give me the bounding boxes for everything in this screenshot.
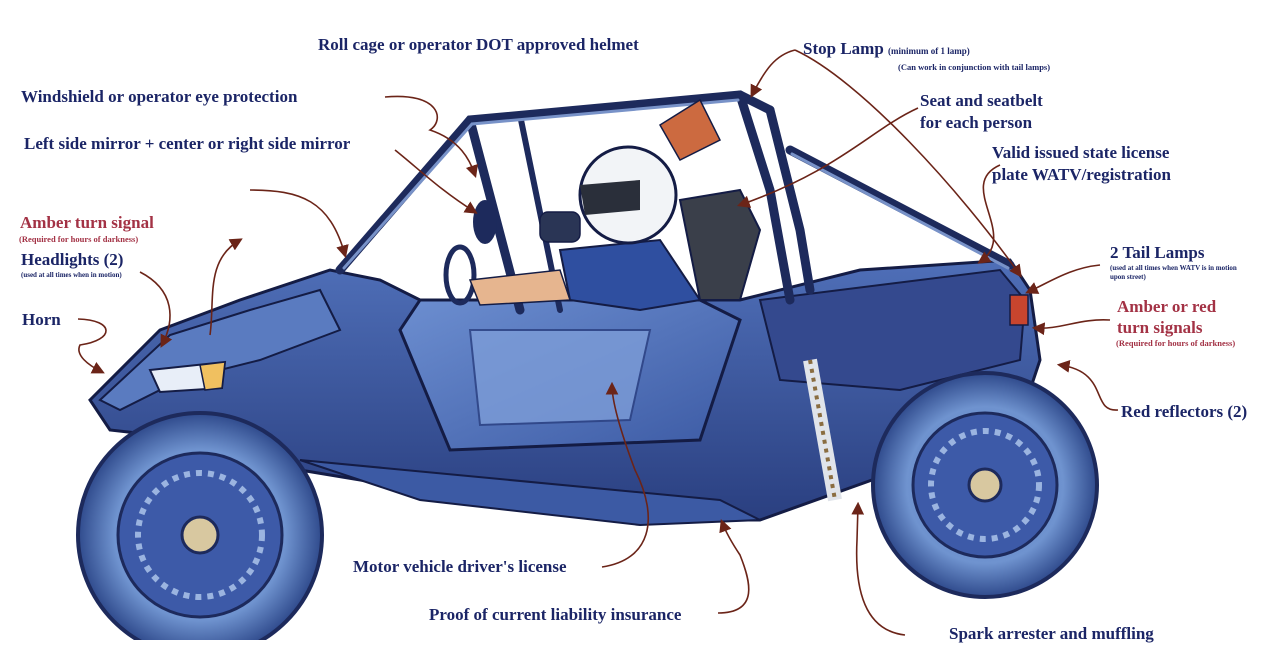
label-windshield: Windshield or operator eye protection <box>21 87 298 106</box>
driver-figure <box>468 98 722 312</box>
label-stop-lamp-title: Stop Lamp <box>803 39 884 58</box>
label-plate-line2: plate WATV/registration <box>992 165 1171 184</box>
arrow-mirror <box>394 149 478 214</box>
label-stop-lamp-min: (minimum of 1 lamp) <box>888 46 970 56</box>
arrow-stop-lamp <box>750 49 796 98</box>
arrow-spark <box>851 501 906 636</box>
label-headlights-note: (used at all times when in motion) <box>21 271 122 279</box>
label-stop-lamp: Stop Lamp (minimum of 1 lamp) <box>803 38 970 62</box>
label-stop-lamp-note: (Can work in conjunction with tail lamps… <box>898 62 1051 72</box>
arrow-tail-lamps <box>1025 264 1101 294</box>
mirror-part <box>473 200 497 244</box>
label-amber-turn-note: (Required for hours of darkness) <box>19 234 139 244</box>
arrow-reflectors <box>1056 360 1119 411</box>
front-wheel <box>76 411 324 640</box>
seat-part <box>678 188 762 301</box>
label-tail-note-line1: (used at all times when WATV is in motio… <box>1110 264 1237 272</box>
arrow-horn <box>77 318 107 374</box>
label-tail-note-line2: upon street) <box>1110 273 1146 281</box>
arrow-windshield <box>384 95 479 179</box>
label-spark-arrester: Spark arrester and muffling <box>949 624 1154 643</box>
arrow-amber-red <box>1031 319 1111 336</box>
arrow-license <box>601 381 649 568</box>
label-amber-red-line1: Amber or red <box>1117 297 1217 316</box>
arrow-amber-turn <box>249 189 349 259</box>
arrow-plate <box>977 164 1001 264</box>
label-amber-red-line2: turn signals <box>1117 318 1203 337</box>
arrow-insurance <box>717 519 750 614</box>
label-seat-line2: for each person <box>920 113 1033 132</box>
arrow-stop-lamp-rear <box>794 49 1022 278</box>
vehicle-body <box>88 258 1042 527</box>
callout-arrows <box>77 49 1119 636</box>
label-headlights: Headlights (2) <box>21 250 124 269</box>
label-tail-lamps: 2 Tail Lamps <box>1110 243 1205 262</box>
label-red-reflectors: Red reflectors (2) <box>1121 402 1248 421</box>
label-amber-turn: Amber turn signal <box>20 213 154 232</box>
arrow-seat <box>736 107 919 208</box>
label-insurance: Proof of current liability insurance <box>429 605 682 624</box>
label-drivers-license: Motor vehicle driver's license <box>353 557 567 576</box>
arrow-headlights <box>209 238 243 336</box>
label-seat-line1: Seat and seatbelt <box>920 91 1043 110</box>
arrow-headlights-2 <box>139 271 173 348</box>
label-amber-red-note: (Required for hours of darkness) <box>1116 338 1236 348</box>
label-roll-cage: Roll cage or operator DOT approved helme… <box>318 35 639 54</box>
label-horn: Horn <box>22 310 61 329</box>
label-plate-line1: Valid issued state license <box>992 143 1170 162</box>
rear-wheel <box>871 371 1099 599</box>
label-mirror: Left side mirror + center or right side … <box>24 134 351 153</box>
